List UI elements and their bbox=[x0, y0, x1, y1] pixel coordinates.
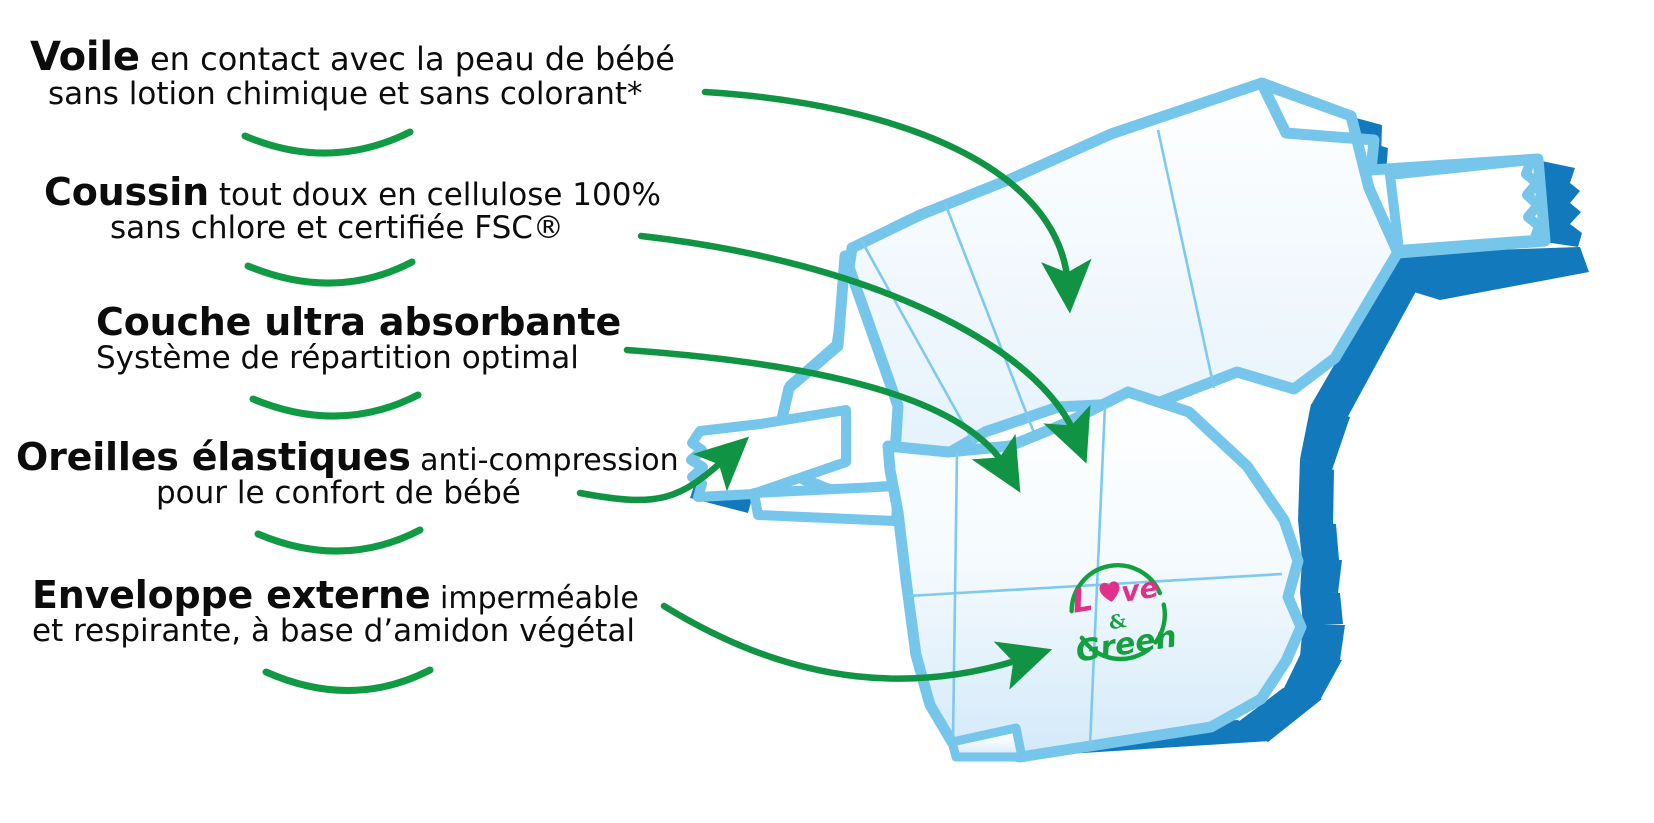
left-ear-step bbox=[749, 481, 903, 526]
front-panel-creases bbox=[907, 404, 1283, 746]
logo-ring bbox=[1069, 563, 1168, 662]
heart-icon bbox=[1099, 581, 1120, 602]
feature-line2-coussin: sans chlore et certifiée FSC® bbox=[110, 210, 564, 247]
swoosh-4 bbox=[254, 526, 424, 555]
feature-label-voile: Voile en contact avec la peau de bébé sa… bbox=[30, 36, 675, 111]
feature-rest-coussin: tout doux en cellulose 100% bbox=[208, 177, 661, 213]
front-panel-notch bbox=[947, 723, 1027, 762]
arrow-couche bbox=[623, 346, 1021, 493]
feature-label-couche-absorbante: Couche ultra absorbante Système de répar… bbox=[96, 302, 621, 375]
arrow-enveloppe bbox=[660, 602, 1053, 690]
feature-label-oreilles: Oreilles élastiques anti-compression pou… bbox=[16, 437, 679, 510]
feature-lead-enveloppe: Enveloppe externe bbox=[32, 573, 431, 617]
arrow-oreilles bbox=[576, 436, 750, 504]
feature-line2-couche-absorbante: Système de répartition optimal bbox=[96, 340, 579, 377]
arrow-voile bbox=[701, 88, 1092, 314]
logo-word-love: L bbox=[1069, 580, 1095, 621]
feature-lead-voile: Voile bbox=[30, 34, 140, 80]
arrow-coussin bbox=[637, 232, 1091, 464]
feature-line2-voile: sans lotion chimique et sans colorant* bbox=[48, 76, 643, 113]
feature-lead-couche-absorbante: Couche ultra absorbante bbox=[96, 300, 622, 344]
feature-rest-voile: en contact avec la peau de bébé bbox=[139, 40, 675, 78]
logo-ampersand: & bbox=[1107, 610, 1127, 634]
feature-line2-enveloppe: et respirante, à base d’amidon végétal bbox=[32, 613, 636, 650]
feature-label-coussin: Coussin tout doux en cellulose 100% sans… bbox=[44, 172, 661, 245]
swoosh-3 bbox=[249, 391, 422, 420]
feature-rest-enveloppe: imperméable bbox=[430, 581, 639, 616]
feature-label-enveloppe: Enveloppe externe imperméable et respira… bbox=[32, 575, 639, 648]
swoosh-2 bbox=[244, 258, 416, 287]
feature-lead-coussin: Coussin bbox=[44, 170, 209, 214]
swoosh-5 bbox=[262, 666, 434, 694]
brand-logo-love-and-green: L ve & Green bbox=[1050, 547, 1183, 672]
feature-lead-oreilles: Oreilles élastiques bbox=[16, 435, 411, 479]
swoosh-1 bbox=[241, 128, 414, 157]
logo-word-love-tail: ve bbox=[1119, 570, 1161, 608]
right-elastic-ear bbox=[1385, 155, 1544, 255]
label-swooshes bbox=[241, 128, 434, 694]
leader-arrows bbox=[576, 88, 1092, 690]
feature-rest-oreilles: anti-compression bbox=[410, 443, 679, 478]
feature-line2-oreilles: pour le confort de bébé bbox=[156, 475, 521, 512]
